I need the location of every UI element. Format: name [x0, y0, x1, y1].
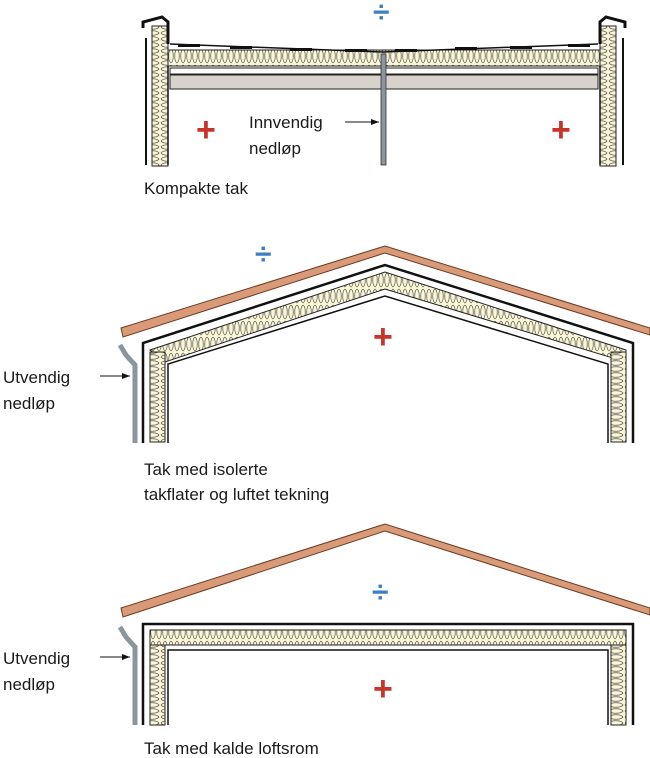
- cold-symbol: ÷: [373, 0, 389, 29]
- drain-label: nedløp: [3, 394, 55, 413]
- cold-symbol: ÷: [372, 576, 388, 609]
- roof-tiles: [120, 523, 650, 618]
- caption: takflater og luftet tekning: [144, 485, 329, 504]
- external-downpipe: [117, 343, 138, 443]
- warm-symbol: +: [551, 111, 571, 149]
- compact-roof-diagram: + + ÷ Innvendig nedløp Kompakte tak: [141, 0, 627, 198]
- drain-label: Utvendig: [3, 649, 70, 668]
- external-downpipe: [117, 625, 138, 725]
- drain-label: nedløp: [249, 139, 301, 158]
- caption: Tak med isolerte: [144, 460, 268, 479]
- right-wall-insulation: [599, 25, 617, 167]
- cold-symbol: ÷: [255, 238, 271, 271]
- warm-symbol: +: [196, 111, 216, 149]
- warm-symbol: +: [373, 670, 393, 708]
- roof-tiles: [120, 245, 650, 338]
- drain-label: nedløp: [3, 675, 55, 694]
- cold-attic-roof-diagram: + ÷ Utvendig nedløp Tak med kalde loftsr…: [3, 523, 650, 758]
- ceiling-insulation: [149, 629, 627, 646]
- left-wall-insulation: [151, 25, 169, 167]
- caption: Tak med kalde loftsrom: [144, 739, 319, 758]
- caption: Kompakte tak: [144, 179, 248, 198]
- warm-symbol: +: [373, 318, 393, 356]
- internal-drain-pipe: [380, 53, 387, 166]
- insulated-pitched-roof-diagram: + ÷ Utvendig nedløp Tak med isolerte tak…: [3, 238, 650, 504]
- drain-label: Innvendig: [249, 113, 323, 132]
- drain-label: Utvendig: [3, 368, 70, 387]
